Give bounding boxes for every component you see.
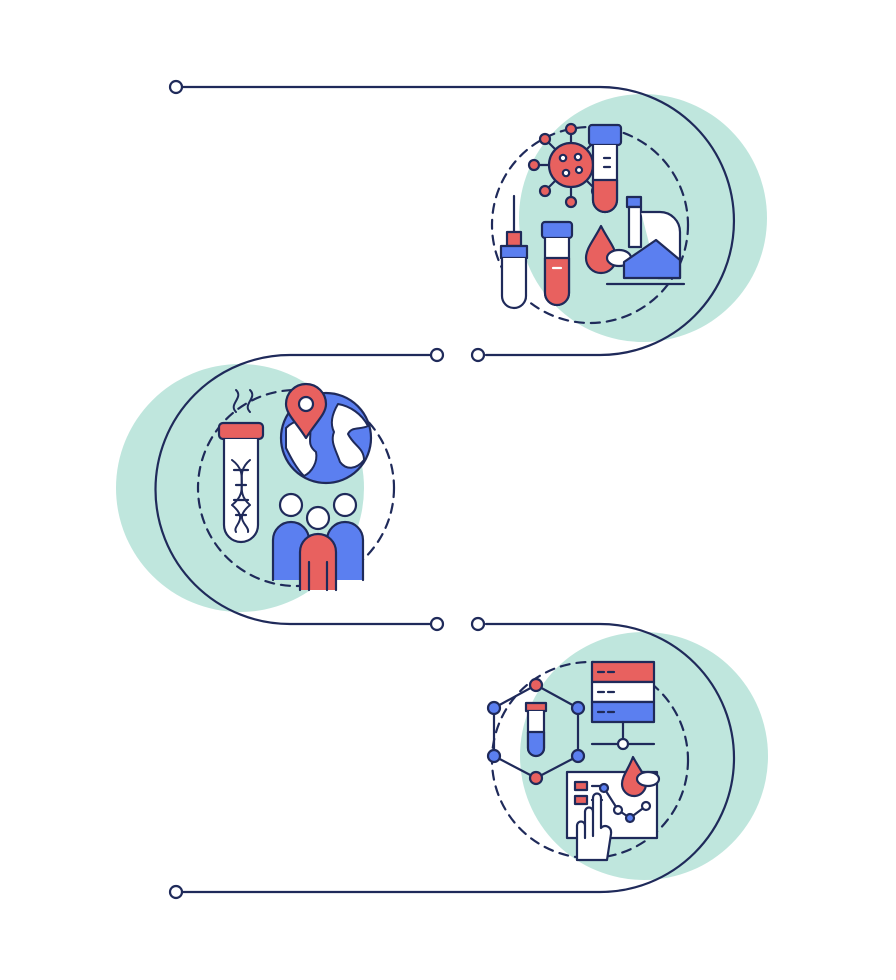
dna-tube-icon — [217, 389, 265, 544]
timeline-node-2-end[interactable] — [429, 616, 445, 632]
pointing-hand-icon — [575, 792, 613, 862]
timeline-node-2-start[interactable] — [429, 347, 445, 363]
step-2-dashed-ring — [196, 388, 396, 588]
timeline-node-1-end[interactable] — [470, 347, 486, 363]
step-1-dashed-ring — [490, 125, 690, 325]
timeline-node-1-start[interactable] — [168, 79, 184, 95]
step-1 — [168, 79, 767, 363]
location-pin-icon — [284, 382, 328, 440]
network-hexagon-icon — [486, 677, 586, 786]
step-2 — [116, 347, 445, 632]
microscope-icon — [605, 195, 686, 286]
step-3 — [168, 616, 768, 900]
timeline-node-3-start[interactable] — [470, 616, 486, 632]
timeline-arc-3 — [180, 622, 736, 894]
timeline-arc-1 — [180, 85, 736, 357]
test-tube-icon — [587, 123, 623, 214]
timeline-node-3-end[interactable] — [168, 884, 184, 900]
people-group-icon — [271, 492, 365, 592]
timeline-arc-2 — [154, 353, 432, 626]
blood-vial-icon — [540, 220, 574, 307]
server-database-icon — [590, 660, 656, 751]
syringe-tube-icon — [499, 194, 529, 310]
